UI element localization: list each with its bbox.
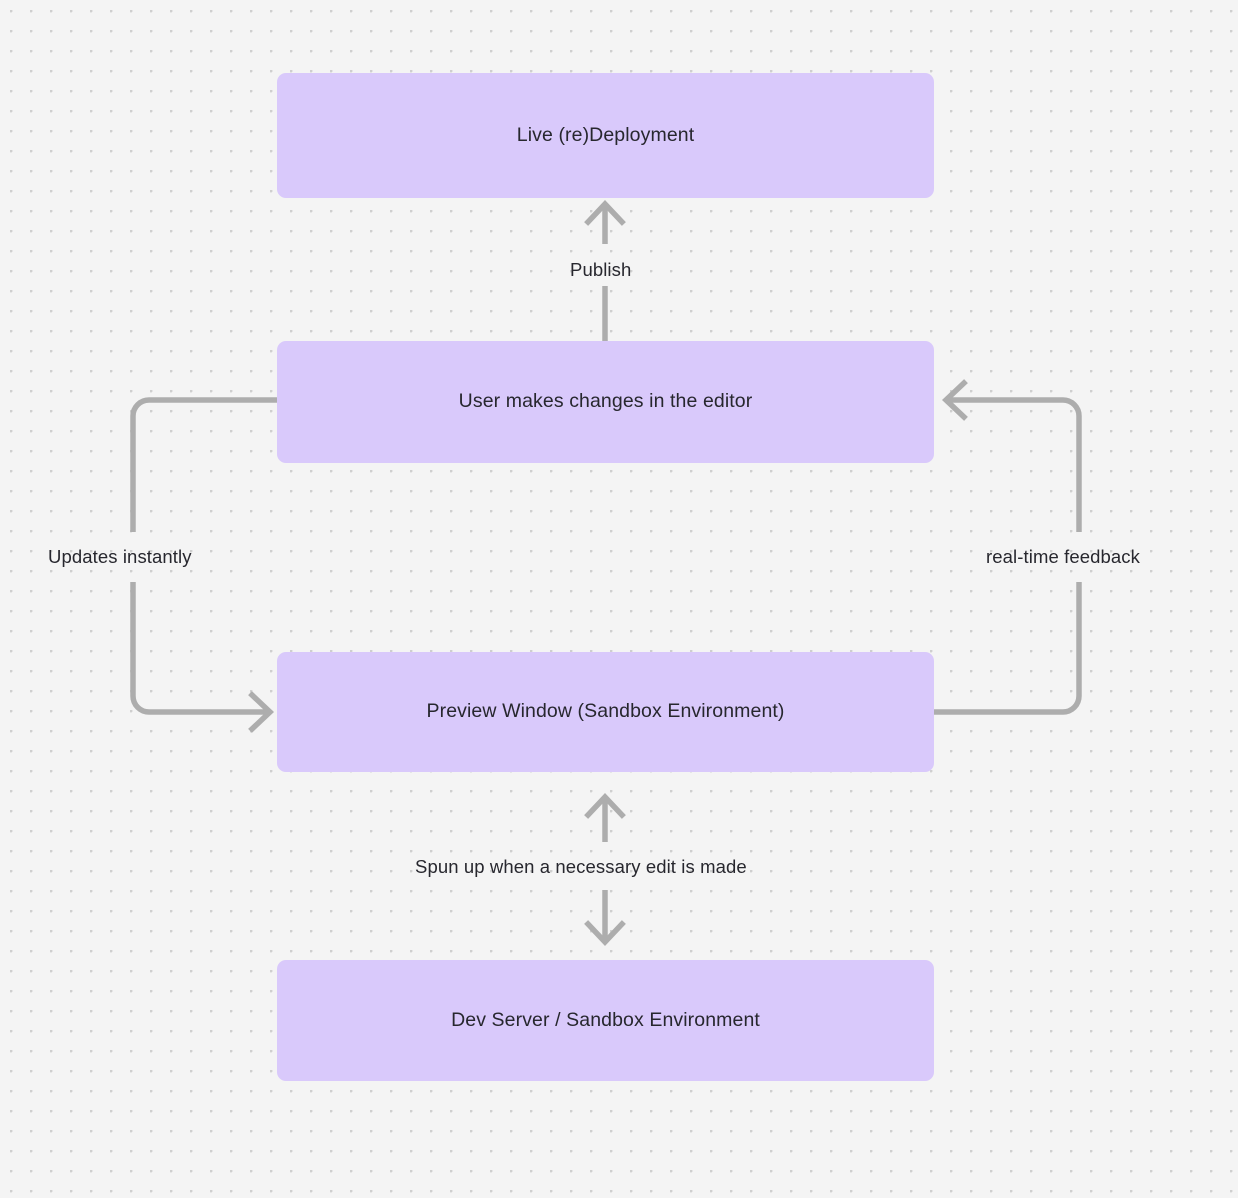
edge-label-publish: Publish bbox=[570, 259, 632, 280]
edge-updates-arrowhead bbox=[248, 691, 275, 733]
edge-spunup-up-arrowhead bbox=[584, 792, 626, 819]
edge-realtime-upper-segment bbox=[947, 397, 1082, 532]
node-live-redeployment[interactable]: Live (re)Deployment bbox=[277, 73, 934, 198]
edge-updates-upper-segment bbox=[130, 397, 277, 532]
node-preview-window-label: Preview Window (Sandbox Environment) bbox=[426, 700, 785, 723]
edge-realtime-arrowhead bbox=[941, 379, 968, 421]
edge-label-spun-up: Spun up when a necessary edit is made bbox=[415, 856, 747, 877]
edge-updates-lower-segment bbox=[130, 582, 270, 715]
edge-spunup-down-arrowhead bbox=[584, 920, 626, 947]
edge-publish-arrowhead bbox=[584, 199, 626, 226]
edge-label-updates-instantly: Updates instantly bbox=[48, 546, 192, 567]
node-live-redeployment-label: Live (re)Deployment bbox=[516, 123, 695, 146]
node-user-makes-changes-label: User makes changes in the editor bbox=[458, 390, 753, 413]
edge-realtime-lower-segment bbox=[934, 582, 1082, 715]
node-user-makes-changes[interactable]: User makes changes in the editor bbox=[277, 341, 934, 463]
node-dev-server[interactable]: Dev Server / Sandbox Environment bbox=[277, 960, 934, 1081]
node-preview-window[interactable]: Preview Window (Sandbox Environment) bbox=[277, 652, 934, 772]
edge-label-realtime-feedback: real-time feedback bbox=[986, 546, 1140, 567]
node-dev-server-label: Dev Server / Sandbox Environment bbox=[451, 1008, 760, 1031]
